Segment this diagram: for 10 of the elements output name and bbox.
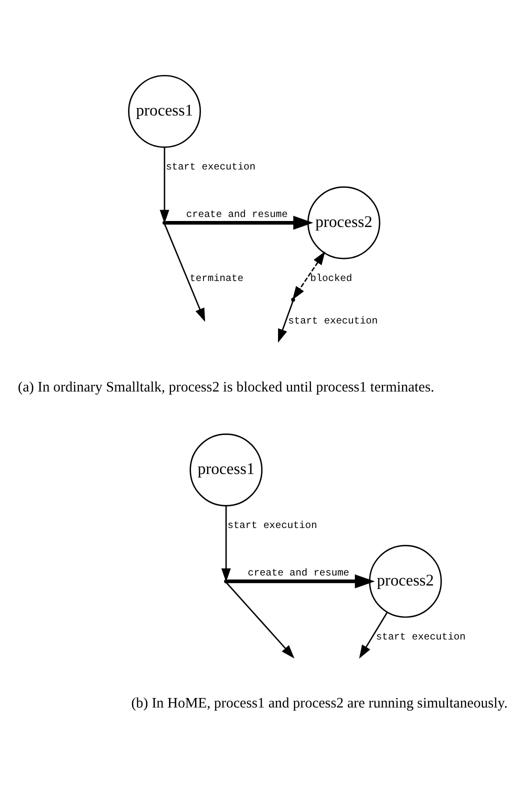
label: (b) In HoME, process1 and process2 are running simultaneously. [131, 696, 508, 712]
edge-label: start execution [227, 520, 318, 532]
edge-label: start execution [166, 162, 256, 173]
edge-label: terminate [190, 273, 244, 284]
edge-label: start execution [376, 632, 466, 643]
edge-label: create and resume [248, 568, 350, 579]
edge-label: blocked [310, 273, 352, 284]
label: (a) In ordinary Smalltalk, process2 is blocked until process1 terminates. [18, 379, 434, 396]
edge-label: start execution [288, 315, 378, 326]
edge-label: create and resume [186, 209, 288, 220]
